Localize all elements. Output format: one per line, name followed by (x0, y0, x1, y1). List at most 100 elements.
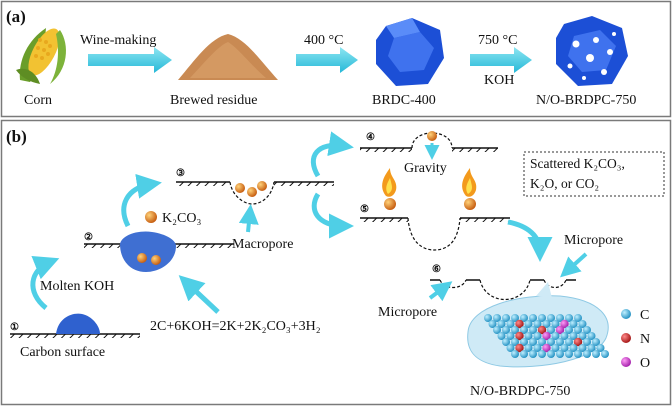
arrow-750c-koh (470, 47, 532, 73)
macropore-arrow (238, 204, 259, 233)
step5-marker: ⑤ (360, 204, 369, 215)
carbon-atom (547, 314, 555, 322)
carbon-atom (583, 326, 591, 334)
carbon-atom (538, 350, 546, 358)
wine-making-label: Wine-making (80, 33, 156, 48)
carbon-atom (596, 344, 605, 352)
carbon-atom (506, 344, 515, 352)
temp-750-label: 750 °C (478, 33, 517, 48)
atom-legend: C N O (621, 308, 650, 371)
carbon-atom (524, 332, 533, 340)
carbon-atom (574, 350, 582, 358)
legend-n-label: N (640, 332, 650, 347)
macropore-label: Macropore (232, 237, 293, 252)
carbon-atom (511, 314, 519, 322)
brdc-polyhedron-icon (376, 18, 444, 86)
carbon-atom (583, 338, 591, 346)
carbon-atom (538, 314, 546, 322)
carbon-atom (542, 320, 551, 328)
micropore-right-arrow (560, 252, 588, 278)
carbon-atom (520, 314, 528, 322)
brdc-label: BRDC-400 (372, 93, 436, 108)
scattered-line-2: K₂O, or CO₂ (530, 176, 599, 191)
carbon-atom (556, 314, 564, 322)
curve-arrow-2-3 (121, 173, 162, 228)
micropore-left-arrow (428, 281, 453, 302)
carbon-atom (484, 314, 492, 322)
step3-macropore (176, 181, 334, 205)
carbon-atom (547, 326, 555, 334)
carbon-atom (547, 338, 555, 346)
nitrogen-atom (573, 337, 583, 347)
carbon-atom (511, 326, 519, 334)
curve-arrow-3-4 (310, 131, 354, 178)
gravity-label: Gravity (404, 161, 447, 176)
panel-b-tag: (b) (6, 127, 27, 146)
nitrogen-atom (515, 343, 524, 353)
curve-arrow-1-2 (30, 255, 60, 310)
carbon-atom (565, 314, 573, 322)
carbon-atom (569, 344, 578, 352)
carbon-atom (601, 350, 609, 358)
carbon-atom (506, 332, 515, 340)
carbon-atom (592, 350, 600, 358)
carbon-atom (524, 320, 533, 328)
step4-marker: ④ (366, 132, 375, 143)
carbon-atom (569, 332, 578, 340)
carbon-atom (592, 338, 600, 346)
carbon-atom (574, 314, 582, 322)
oxygen-atom-icon (621, 357, 631, 367)
step1-carbon-surface (10, 313, 140, 338)
carbon-atom (560, 344, 569, 352)
carbon-atom (529, 326, 537, 334)
carbon-atom (538, 338, 546, 346)
carbon-atom (569, 320, 578, 328)
product-b-label: N/O-BRDPC-750 (470, 384, 570, 399)
carbon-atom (511, 338, 519, 346)
carbon-atom (493, 314, 501, 322)
carbon-atom (560, 332, 569, 340)
legend-o-label: O (640, 356, 650, 371)
reaction-arrow (178, 275, 220, 314)
carbon-atom (551, 332, 560, 340)
carbon-atom (587, 332, 596, 340)
flame-icon-right (462, 168, 477, 210)
step5-gas-release (360, 217, 510, 251)
product-a-label: N/O-BRDPC-750 (536, 93, 636, 108)
powder-pile-icon (178, 34, 278, 80)
arrow-400c (296, 47, 358, 73)
micropore-left-label: Micropore (378, 305, 437, 320)
step2-marker: ② (84, 232, 93, 243)
step2-molten-koh (84, 231, 234, 272)
carbon-atom (556, 338, 564, 346)
arrow-wine-making (88, 47, 172, 73)
carbon-atom-icon (621, 309, 631, 319)
oxygen-atom (555, 325, 565, 335)
scattered-line-1: Scattered K₂CO₃, (530, 156, 625, 171)
carbon-atom (529, 314, 537, 322)
curve-arrow-5-6 (507, 219, 553, 262)
carbon-atom (551, 320, 560, 328)
atom-lattice (484, 314, 609, 358)
nitrogen-atom (515, 331, 524, 341)
carbon-atom (511, 350, 519, 358)
k2co3-label: K₂CO₃ (162, 211, 201, 226)
nitrogen-atom (515, 319, 524, 329)
carbon-atom (565, 350, 573, 358)
scattered-box (523, 151, 665, 197)
koh-label: KOH (484, 73, 514, 88)
carbon-atom (502, 326, 510, 334)
flame-icon-left (382, 168, 397, 210)
carbon-atom (574, 326, 582, 334)
step1-marker: ① (10, 322, 19, 333)
carbon-atom (578, 344, 587, 352)
brewed-residue-label: Brewed residue (170, 93, 257, 108)
nitrogen-atom-icon (621, 333, 631, 343)
carbon-atom (547, 350, 555, 358)
oxygen-atom (542, 343, 551, 353)
panel-a-tag: (a) (6, 7, 26, 26)
step4-gravity (360, 131, 498, 160)
carbon-atom (529, 338, 537, 346)
carbon-atom (533, 344, 542, 352)
